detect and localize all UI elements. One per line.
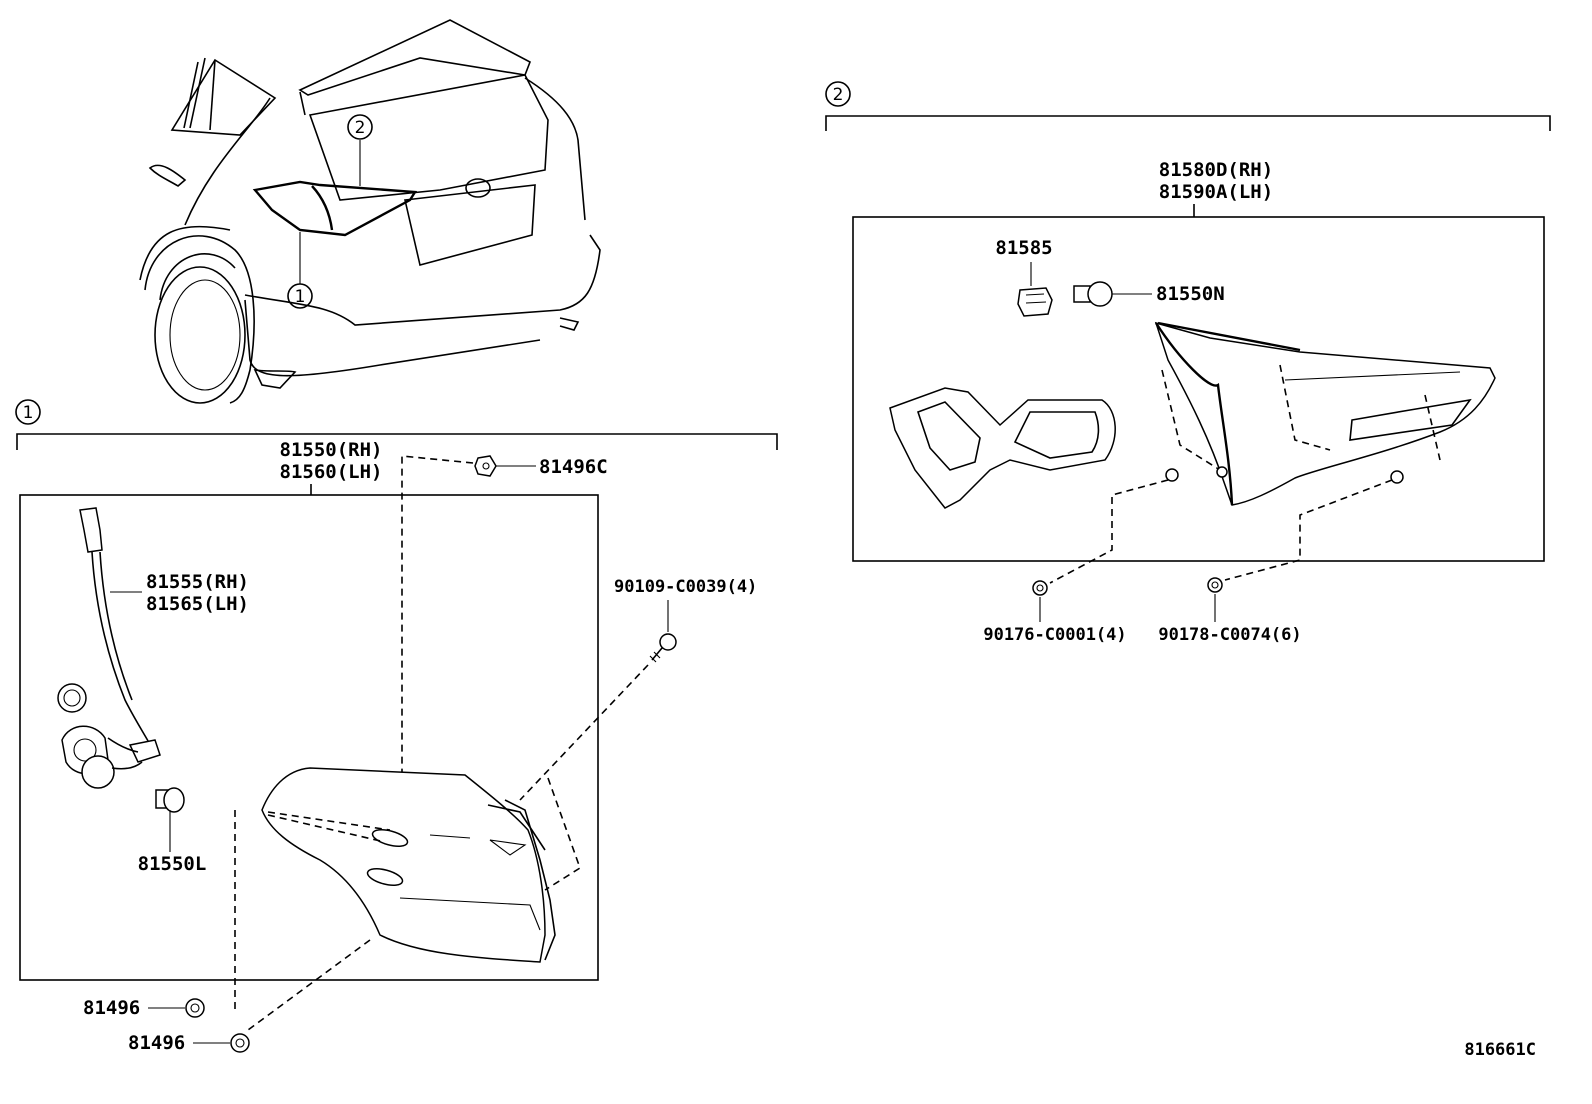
clip-label-90176: 90176-C0001(4) [983,625,1126,645]
section1-bracket [16,433,778,450]
nut-label-81496-a: 81496 [83,997,140,1019]
callout-1-vehicle: 1 [287,283,313,309]
socket-81585 [1017,287,1053,317]
nut-81496-a [185,998,205,1018]
diagram-id: 816661C [1464,1040,1536,1060]
nut-label-81496-b: 81496 [128,1032,185,1054]
socket-label-lh: 81565(LH) [146,593,249,615]
section1-assembly-lh: 81560(LH) [280,461,383,483]
nut-81496-b [230,1033,250,1053]
screw-90109 [649,633,677,663]
section2-bracket [825,115,1551,131]
clip-90176 [1032,580,1048,596]
nut-label-81496C: 81496C [539,456,608,478]
socket-label-81585: 81585 [995,237,1052,259]
section2-assembly-lh: 81590A(LH) [1159,181,1273,203]
nut-81496C [474,455,497,477]
bulb-label-81550N: 81550N [1156,283,1225,305]
svg-text:2: 2 [355,118,366,138]
section2-box [852,216,1545,562]
socket-label-rh: 81555(RH) [146,571,249,593]
section2-assembly-rh: 81580D(RH) [1159,159,1273,181]
outer-tail-lamp [261,767,556,963]
callout-2-vehicle: 2 [347,114,373,140]
callout-2-header: 2 [825,81,851,107]
vehicle-illustration [139,19,601,404]
svg-text:2: 2 [833,85,844,105]
bulb-label-81550L: 81550L [138,853,207,875]
socket-harness [57,507,161,789]
section1-assembly-rh: 81550(RH) [280,439,383,461]
inner-tail-lamp [1154,321,1496,506]
lamp-gasket [889,387,1116,509]
svg-text:1: 1 [295,287,306,307]
callout-1-header: 1 [15,399,41,425]
svg-text:1: 1 [23,403,34,423]
clip-label-90178: 90178-C0074(6) [1158,625,1301,645]
screw-label: 90109-C0039(4) [614,577,757,597]
bulb-81550N [1073,281,1113,307]
section1-box [19,494,599,981]
clip-90178 [1207,577,1223,593]
bulb-81550L [155,787,185,813]
